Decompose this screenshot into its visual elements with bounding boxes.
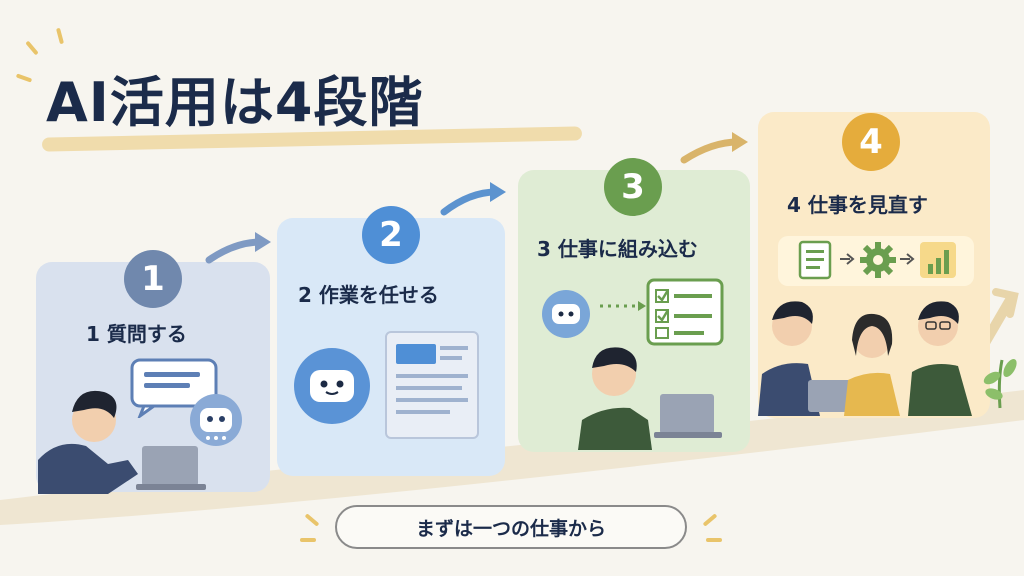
step-label-4: 4 仕事を見直す <box>787 193 928 217</box>
step-number-1: 1 <box>124 250 182 308</box>
gear-icon <box>860 242 896 278</box>
page-title: AI活用は4段階 <box>46 71 424 134</box>
arrow-icon <box>900 253 915 265</box>
arrow-icon <box>680 132 748 164</box>
step-label-2: 2 作業を任せる <box>298 283 439 307</box>
plant-icon <box>983 358 1017 409</box>
step-number-2: 2 <box>362 206 420 264</box>
document-icon <box>798 240 832 280</box>
document-icon <box>385 331 479 439</box>
robot-icon <box>542 290 590 338</box>
step-label-3: 3 仕事に組み込む <box>537 237 698 261</box>
spark-decoration <box>300 538 316 542</box>
robot-icon <box>294 348 370 424</box>
arrow-icon <box>205 232 271 264</box>
arrow-icon <box>840 253 855 265</box>
footer-pill: まずは一つの仕事から <box>335 505 687 549</box>
chat-bubble-icon <box>130 358 218 418</box>
bar-chart-icon <box>920 242 956 278</box>
checklist-icon <box>646 278 724 346</box>
spark-decoration <box>706 538 722 542</box>
person-with-laptop <box>38 390 206 494</box>
person-with-laptop <box>578 347 722 450</box>
robot-icon <box>190 394 242 446</box>
step-number-3: 3 <box>604 158 662 216</box>
step-number-4: 4 <box>842 113 900 171</box>
team-illustration <box>758 301 972 416</box>
arrow-icon <box>440 182 506 216</box>
dotted-connector <box>600 301 646 311</box>
step-label-1: 1 質問する <box>86 322 187 346</box>
